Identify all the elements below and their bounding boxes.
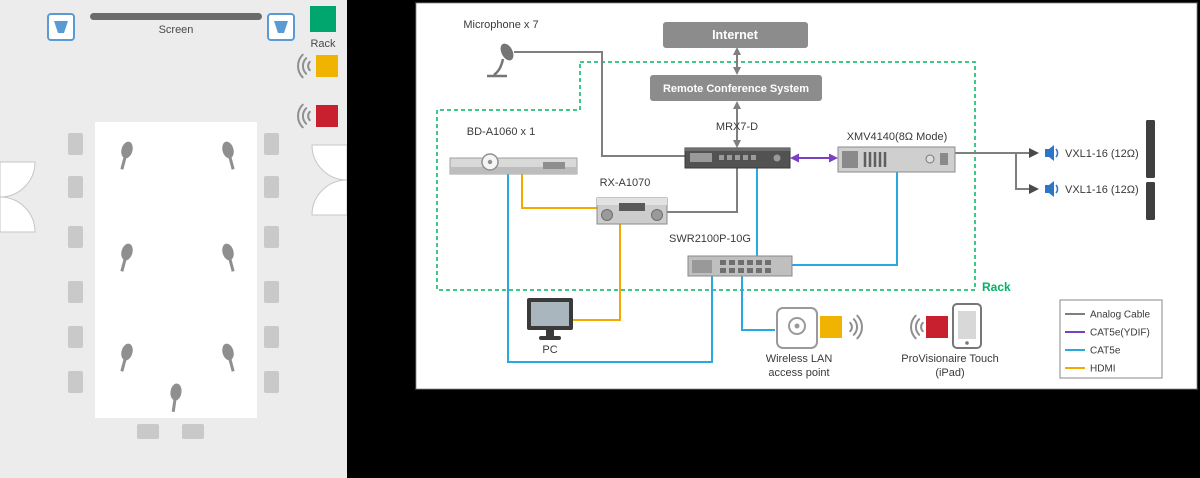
- arrowhead-icon: [1029, 184, 1039, 194]
- microphone-icon: [487, 43, 514, 78]
- chair: [264, 226, 279, 248]
- legend-label-ydif: CAT5e(YDIF): [1090, 328, 1150, 339]
- analog-cable-rx-to-mrx: [667, 168, 738, 213]
- hdmi-cable-pc-to-rx: [573, 224, 621, 321]
- speaker-bottom-label: VXL1-16 (12Ω): [1065, 184, 1139, 196]
- rx-device: [596, 197, 668, 225]
- rack-outline-label: Rack: [982, 280, 1011, 294]
- mrx-label: MRX7-D: [716, 121, 758, 133]
- rx-label: RX-A1070: [600, 177, 651, 189]
- chair: [68, 176, 83, 198]
- remote-conference-box: [650, 75, 822, 101]
- provisionaire-label-line1: ProVisionaire Touch: [901, 353, 998, 365]
- tablet-icon: [952, 303, 982, 349]
- wifi-waves-icon: [849, 314, 863, 340]
- wifi-waves-icon: [297, 53, 311, 79]
- mrx-device: [684, 147, 791, 169]
- legend: Analog Cable CAT5e(YDIF) CAT5e HDMI: [1059, 299, 1163, 379]
- wifi-waves-icon: [297, 103, 311, 129]
- wifi-waves-icon: [910, 314, 924, 340]
- ipad-marker: [316, 105, 338, 127]
- speaker-column: [1146, 120, 1155, 178]
- door-left: [0, 161, 36, 233]
- bd-device: [449, 153, 578, 175]
- screen-label: Screen: [159, 24, 194, 36]
- cat5e-cable-bd-to-switch: [507, 174, 713, 363]
- rack-outline: [436, 61, 976, 291]
- xmv-label: XMV4140(8Ω Mode): [847, 131, 948, 143]
- remote-conference-label: Remote Conference System: [663, 83, 809, 95]
- speaker-icon: [1045, 181, 1059, 197]
- wlan-label-line1: Wireless LAN: [766, 353, 833, 365]
- internet-box: [663, 22, 808, 48]
- arrow-internet-rcs: [733, 47, 741, 75]
- chairs: [68, 133, 279, 439]
- pc-label: PC: [542, 344, 557, 356]
- chair: [264, 371, 279, 393]
- screen-bar: [90, 13, 262, 20]
- swr-label: SWR2100P-10G: [669, 233, 751, 245]
- chair: [264, 326, 279, 348]
- speaker-column: [1146, 182, 1155, 220]
- cat5e-cable-xmv-to-switch: [792, 172, 898, 266]
- swr-device: [687, 255, 793, 277]
- internet-label: Internet: [712, 28, 759, 42]
- ydif-cable-mrx-to-xmv: [790, 153, 838, 163]
- legend-label-hdmi: HDMI: [1090, 364, 1116, 375]
- legend-label-analog: Analog Cable: [1090, 310, 1150, 321]
- microphone-label: Microphone x 7: [463, 19, 538, 31]
- system-diagram-panel: Rack: [415, 2, 1198, 390]
- analog-cable-xmv-to-speakers: [955, 152, 1029, 190]
- chair: [264, 133, 279, 155]
- ipad-marker: [926, 316, 948, 338]
- projector-icon: [267, 13, 295, 41]
- speaker-top-label: VXL1-16 (12Ω): [1065, 148, 1139, 160]
- chair: [182, 424, 204, 439]
- hdmi-cable-bd-to-rx: [521, 174, 597, 209]
- rack-marker: [310, 6, 336, 32]
- door-right: [311, 144, 347, 216]
- room-layout-panel: Screen Rack: [0, 0, 347, 478]
- wireless-ap-icon: [776, 307, 818, 349]
- wireless-ap-marker: [316, 55, 338, 77]
- chair: [68, 326, 83, 348]
- chair: [68, 226, 83, 248]
- chair: [68, 281, 83, 303]
- chair: [68, 133, 83, 155]
- wireless-ap-marker: [820, 316, 842, 338]
- chair: [137, 424, 159, 439]
- legend-label-cat5e: CAT5e: [1090, 346, 1121, 357]
- system-diagram-svg: Rack: [415, 2, 1198, 390]
- cat5e-cable-switch-to-ap: [741, 276, 775, 331]
- speaker-icon: [1045, 145, 1059, 161]
- bd-label: BD-A1060 x 1: [467, 126, 535, 138]
- provisionaire-label-line2: (iPad): [935, 367, 964, 379]
- analog-cable-mic-to-mrx: [514, 51, 685, 157]
- chair: [264, 281, 279, 303]
- chair: [264, 176, 279, 198]
- rack-marker-label: Rack: [310, 38, 336, 50]
- pc-icon: [527, 298, 573, 340]
- wlan-label-line2: access point: [768, 367, 829, 379]
- xmv-device: [837, 146, 956, 173]
- chair: [68, 371, 83, 393]
- projector-icon: [47, 13, 75, 41]
- arrowhead-icon: [1029, 148, 1039, 158]
- room-layout-svg: Screen Rack: [0, 6, 347, 439]
- arrow-rcs-mrx: [733, 101, 741, 148]
